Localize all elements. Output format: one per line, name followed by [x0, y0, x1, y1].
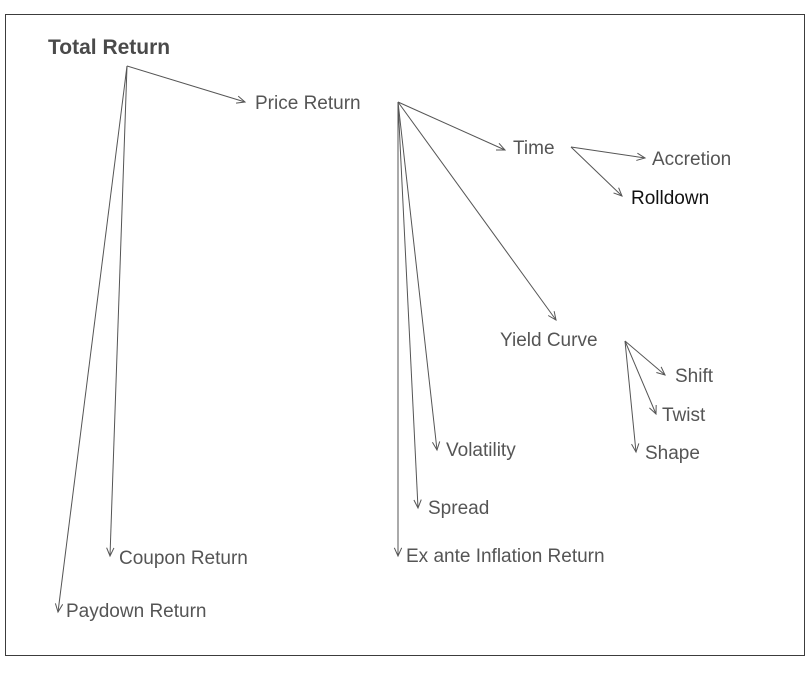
node-paydown-return: Paydown Return — [66, 601, 207, 622]
arrow-price-to-spread — [397, 101, 422, 510]
diagram-frame — [5, 14, 805, 656]
node-price-return: Price Return — [255, 93, 361, 114]
node-coupon-return: Coupon Return — [119, 548, 248, 569]
arrow-total-to-price — [126, 65, 247, 104]
node-twist: Twist — [662, 405, 706, 426]
arrow-price-to-inflation — [393, 102, 403, 558]
arrow-price-to-time — [397, 101, 507, 151]
node-yield-curve: Yield Curve — [500, 330, 598, 351]
node-volatility: Volatility — [446, 440, 516, 461]
node-accretion: Accretion — [652, 149, 732, 170]
arrow-price-to-volatility — [397, 101, 441, 452]
arrow-time-to-accretion — [570, 146, 647, 161]
arrow-total-to-paydown — [54, 65, 128, 614]
arrow-yield-to-twist — [624, 340, 657, 416]
node-ex-ante-inflation-return: Ex ante Inflation Return — [406, 546, 605, 567]
node-shift: Shift — [675, 366, 714, 387]
arrow-time-to-rolldown — [570, 146, 623, 197]
node-total-return: Total Return — [48, 36, 171, 59]
node-rolldown: Rolldown — [631, 188, 710, 209]
node-time: Time — [513, 138, 555, 159]
arrow-yield-to-shape — [624, 340, 640, 454]
node-shape: Shape — [645, 443, 700, 464]
arrow-total-to-coupon — [106, 65, 128, 558]
arrow-price-to-yield — [397, 101, 557, 321]
arrow-yield-to-shift — [624, 340, 666, 376]
node-spread: Spread — [428, 498, 490, 519]
